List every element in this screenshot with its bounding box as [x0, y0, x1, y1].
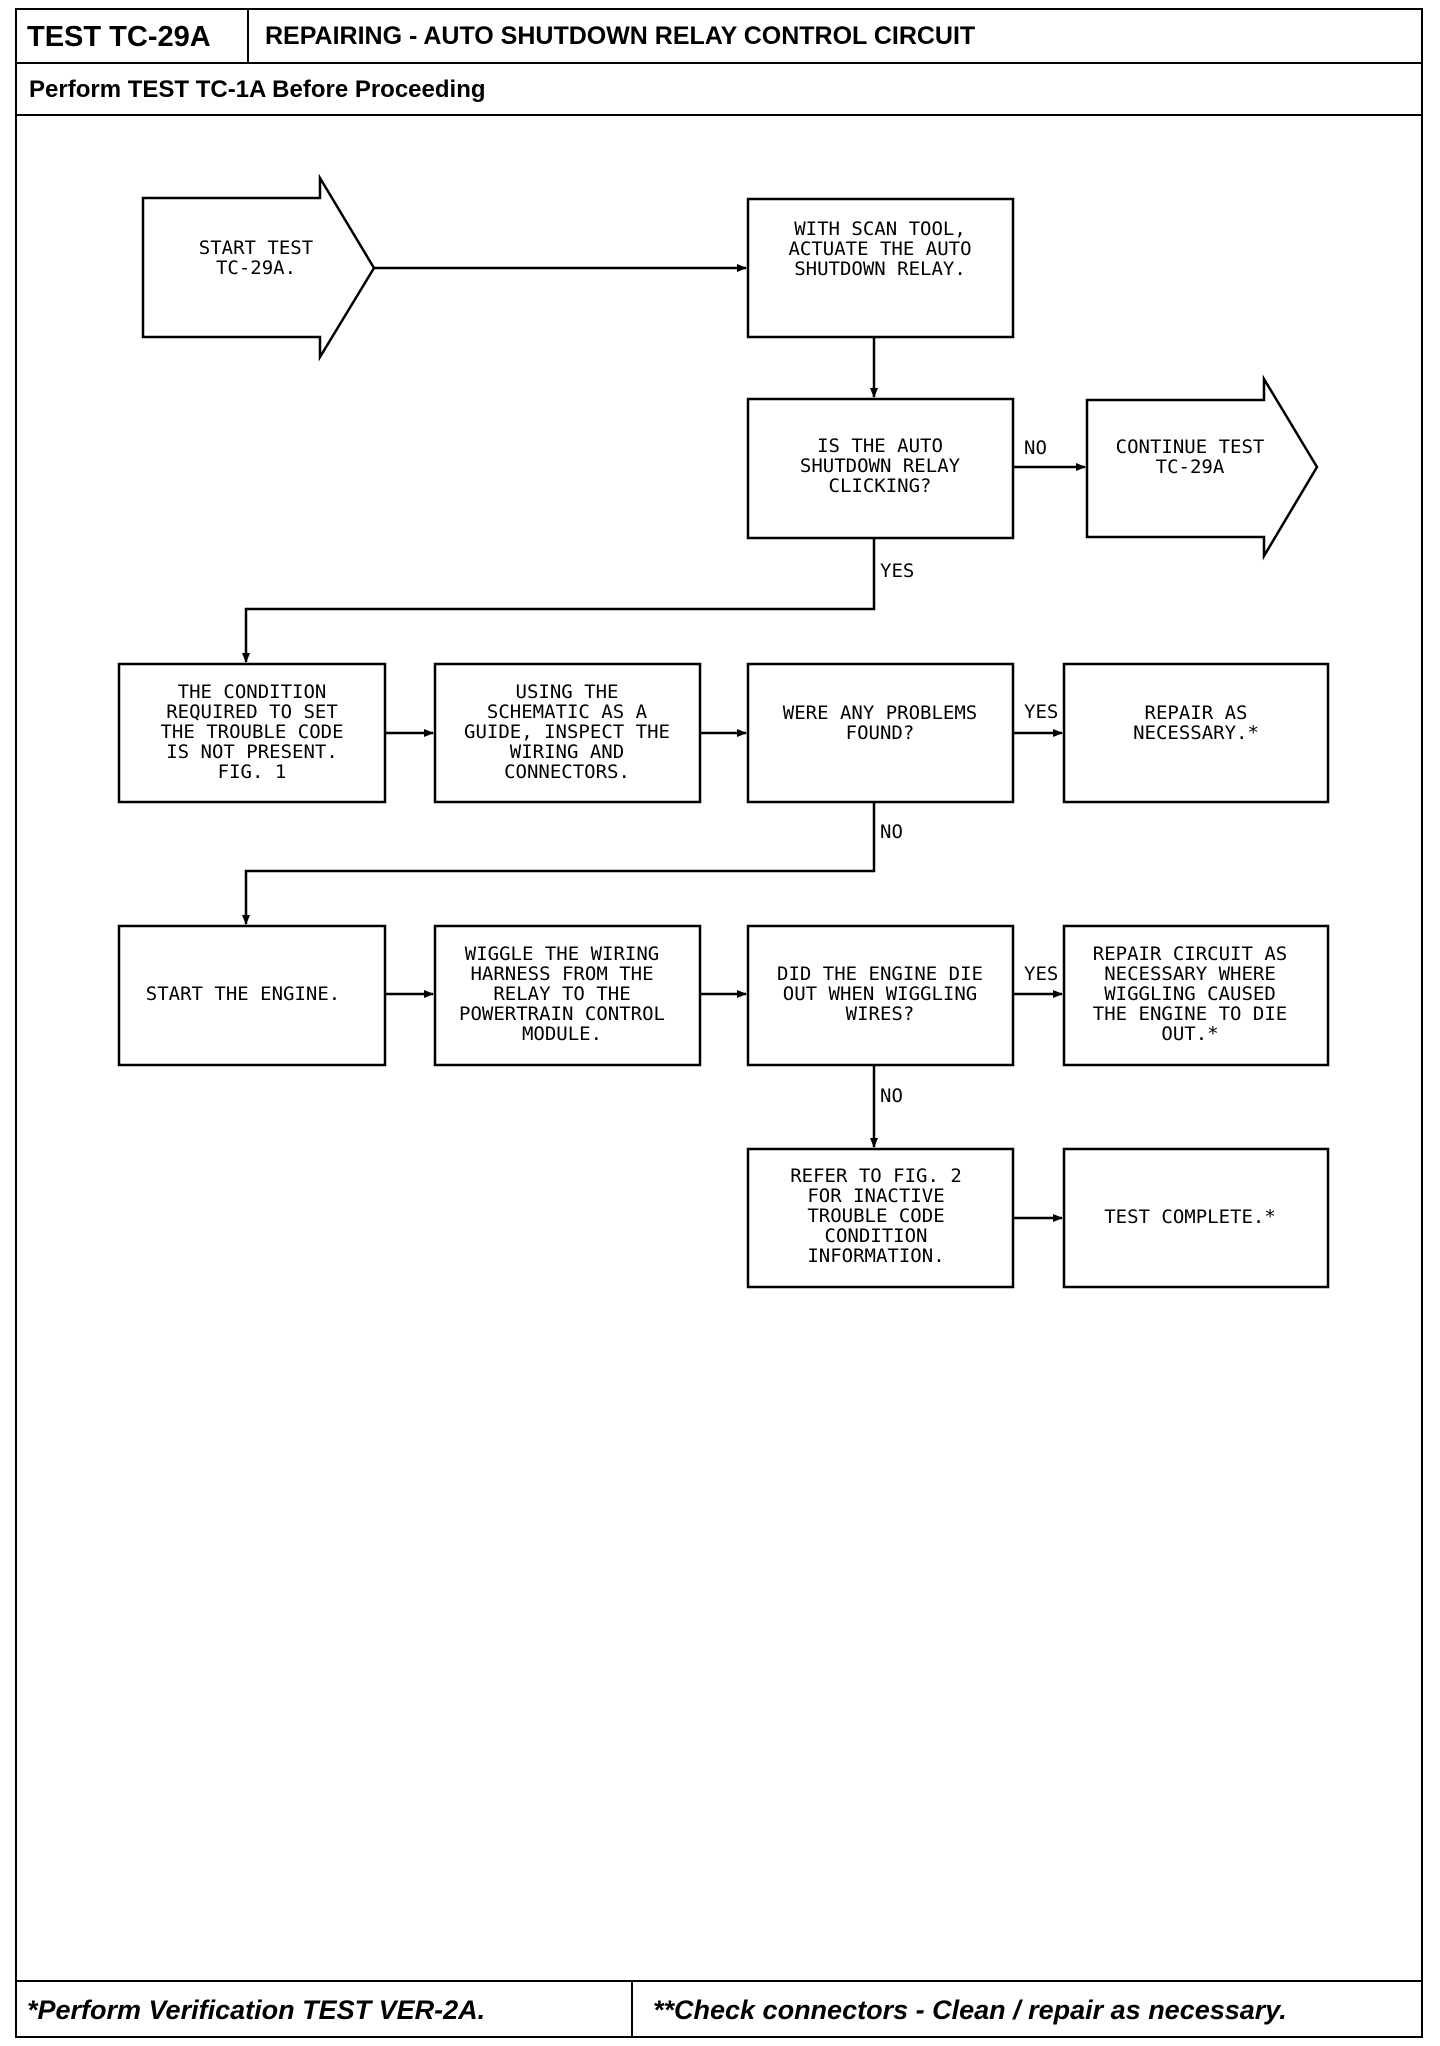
wiggle-line: RELAY TO THE [493, 983, 630, 1005]
start-arrow-shape [141, 173, 376, 362]
repair-circuit-line: REPAIR CIRCUIT AS [1093, 943, 1287, 965]
wiggle-box [433, 924, 702, 1067]
repair-line: NECESSARY.* [1133, 722, 1259, 744]
refer-line: FOR INACTIVE [807, 1185, 944, 1207]
page-frame: TEST TC-29A REPAIRING - AUTO SHUTDOWN RE… [15, 8, 1423, 2038]
clicking-box [746, 397, 1015, 540]
label-no-problems: NO [880, 821, 903, 843]
connector-problems-start-engine [242, 802, 876, 925]
condition-line: IS NOT PRESENT. [166, 741, 338, 763]
condition-line: THE TROUBLE CODE [160, 721, 343, 743]
problems-box [746, 662, 1015, 804]
die-out-box [746, 924, 1015, 1067]
condition-line: REQUIRED TO SET [166, 701, 338, 723]
problems-line: FOUND? [846, 722, 915, 744]
actuate-line: SHUTDOWN RELAY. [794, 258, 966, 280]
continue-line: TC-29A [1156, 456, 1225, 478]
label-no-continue: NO [1024, 437, 1047, 459]
refer-line: TROUBLE CODE [807, 1205, 944, 1227]
repair-box [1062, 662, 1330, 804]
start-engine-line: START THE ENGINE. [146, 983, 340, 1005]
test-id: TEST TC-29A [17, 10, 249, 62]
clicking-line: IS THE AUTO [817, 435, 943, 457]
repair-line: REPAIR AS [1145, 702, 1248, 724]
repair-circuit-line: WIGGLING CAUSED [1104, 983, 1276, 1005]
node-start-engine-text: START THE ENGINE. [146, 983, 340, 1005]
clicking-line: CLICKING? [829, 475, 932, 497]
label-yes-problems: YES [1024, 701, 1058, 723]
repair-circuit-line: NECESSARY WHERE [1104, 963, 1276, 985]
node-complete-text: TEST COMPLETE.* [1104, 1206, 1276, 1228]
start-engine-box [117, 924, 387, 1067]
condition-box [117, 662, 387, 804]
inspect-line: CONNECTORS. [504, 761, 630, 783]
complete-box [1062, 1147, 1330, 1289]
condition-line: THE CONDITION [178, 681, 327, 703]
label-yes-clicking: YES [880, 560, 914, 582]
start-line: START TEST [199, 237, 313, 259]
start-line: TC-29A. [216, 257, 296, 279]
repair-circuit-line: THE ENGINE TO DIE [1093, 1003, 1287, 1025]
continue-line: CONTINUE TEST [1116, 436, 1265, 458]
wiggle-line: MODULE. [522, 1023, 602, 1045]
wiggle-line: POWERTRAIN CONTROL [459, 1003, 665, 1025]
inspect-line: WIRING AND [510, 741, 624, 763]
die-out-line: OUT WHEN WIGGLING [783, 983, 977, 1005]
footer-note-connectors: **Check connectors - Clean / repair as n… [653, 1995, 1287, 2025]
repair-circuit-box [1062, 924, 1330, 1067]
connector-clicking-condition [242, 538, 876, 663]
clicking-line: SHUTDOWN RELAY [800, 455, 961, 477]
page-title: REPAIRING - AUTO SHUTDOWN RELAY CONTROL … [265, 22, 976, 50]
complete-line: TEST COMPLETE.* [1104, 1206, 1276, 1228]
actuate-box [746, 197, 1015, 339]
inspect-line: GUIDE, INSPECT THE [464, 721, 670, 743]
footer-note-verification: *Perform Verification TEST VER-2A. [17, 1982, 633, 2036]
inspect-line: USING THE [516, 681, 619, 703]
actuate-line: ACTUATE THE AUTO [788, 238, 971, 260]
continue-arrow-shape [1085, 374, 1319, 561]
footer-bar: *Perform Verification TEST VER-2A. **Che… [17, 1980, 1421, 2036]
condition-line: FIG. 1 [218, 761, 287, 783]
die-out-line: WIRES? [846, 1003, 915, 1025]
inspect-box [433, 662, 702, 804]
wiggle-line: WIGGLE THE WIRING [465, 943, 659, 965]
actuate-line: WITH SCAN TOOL, [794, 218, 966, 240]
refer-line: REFER TO FIG. 2 [790, 1165, 962, 1187]
problems-line: WERE ANY PROBLEMS [783, 702, 977, 724]
label-no-die-out: NO [880, 1085, 903, 1107]
wiggle-line: HARNESS FROM THE [470, 963, 653, 985]
repair-circuit-line: OUT.* [1161, 1023, 1218, 1045]
die-out-line: DID THE ENGINE DIE [777, 963, 983, 985]
refer-line: CONDITION [825, 1225, 928, 1247]
refer-line: INFORMATION. [807, 1245, 944, 1267]
inspect-line: SCHEMATIC AS A [487, 701, 648, 723]
page-subtitle: Perform TEST TC-1A Before Proceeding [17, 64, 1421, 116]
label-yes-die-out: YES [1024, 963, 1058, 985]
header-bar: TEST TC-29A REPAIRING - AUTO SHUTDOWN RE… [17, 10, 1421, 64]
